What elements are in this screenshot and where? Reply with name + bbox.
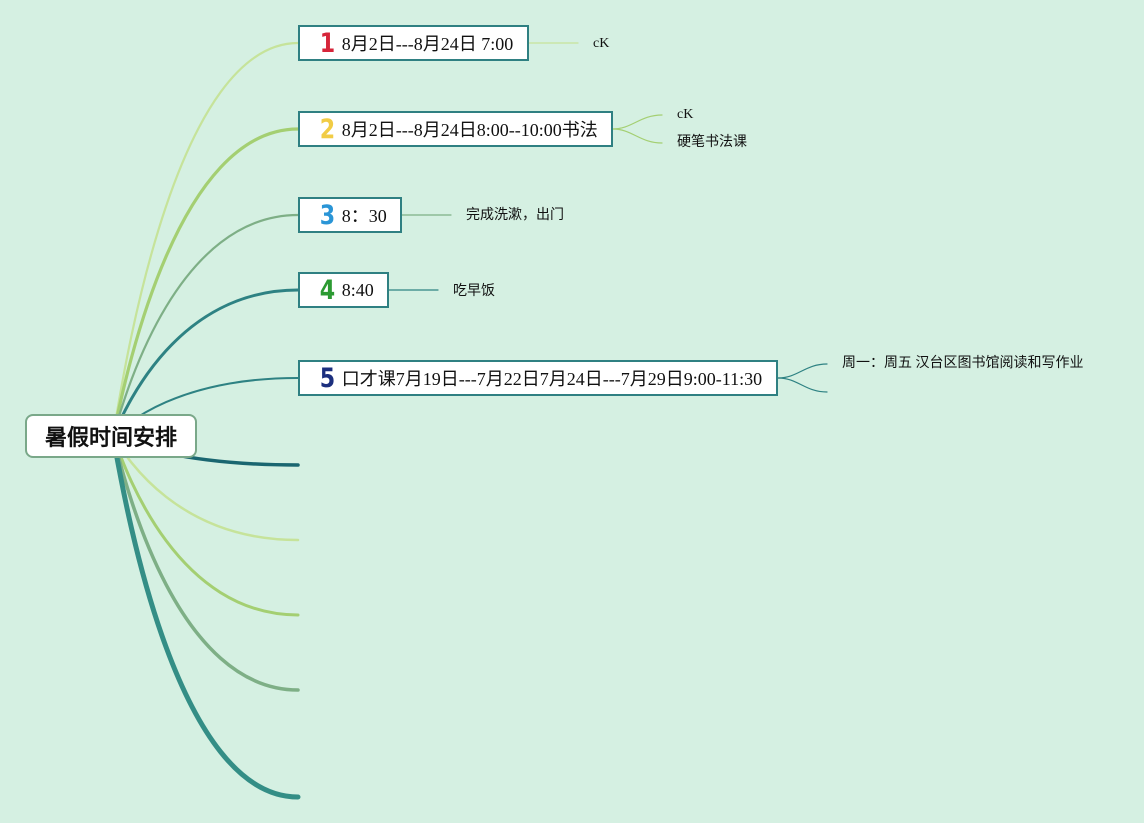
branch-4-leaf-1[interactable]: 吃早饭 [453, 284, 495, 299]
root-topic-label: 暑假时间安排 [44, 426, 177, 451]
priority-4-icon: 4 [319, 274, 336, 306]
branch-2-label: 8月2日---8月24日8:00--10:00书法 [341, 120, 598, 140]
branch-5[interactable]: 5 口才课7月19日---7月22日7月24日---7月29日9:00-11:3… [298, 360, 778, 396]
branch-4[interactable]: 4 8:40 [298, 272, 389, 308]
branch-4-label: 8:40 [341, 279, 374, 300]
branch-1[interactable]: 1 8月2日---8月24日 7:00 [298, 25, 529, 61]
branch-2-leaf-1[interactable]: cK [677, 107, 694, 122]
branch-5-leaf-1[interactable]: 周一：周五 汉台区图书馆阅读和写作业 [842, 356, 1084, 371]
branch-1-label: 8月2日---8月24日 7:00 [341, 34, 514, 54]
root-topic[interactable]: 暑假时间安排 [25, 414, 197, 458]
branch-connector [111, 127, 300, 438]
branch-2[interactable]: 2 8月2日---8月24日8:00--10:00书法 [298, 111, 613, 147]
leaf-connector [612, 114, 663, 130]
priority-3-icon: 3 [319, 199, 336, 231]
branch-3[interactable]: 3 8：30 [298, 197, 402, 233]
branch-connector [110, 433, 301, 800]
branch-1-leaf-1[interactable]: cK [593, 36, 610, 51]
leaf-connector [777, 363, 828, 379]
leaf-connector [612, 128, 663, 144]
branch-3-label: 8：30 [341, 206, 387, 226]
leaf-connector [777, 377, 828, 393]
branch-2-leaf-2[interactable]: 硬笔书法课 [677, 135, 747, 150]
branch-5-label: 口才课7月19日---7月22日7月24日---7月29日9:00-11:30 [341, 369, 763, 389]
branch-connector [111, 41, 300, 438]
priority-1-icon: 1 [319, 27, 336, 59]
priority-5-icon: 5 [319, 362, 336, 394]
branch-3-leaf-1[interactable]: 完成洗漱，出门 [466, 208, 564, 223]
priority-2-icon: 2 [319, 113, 336, 145]
